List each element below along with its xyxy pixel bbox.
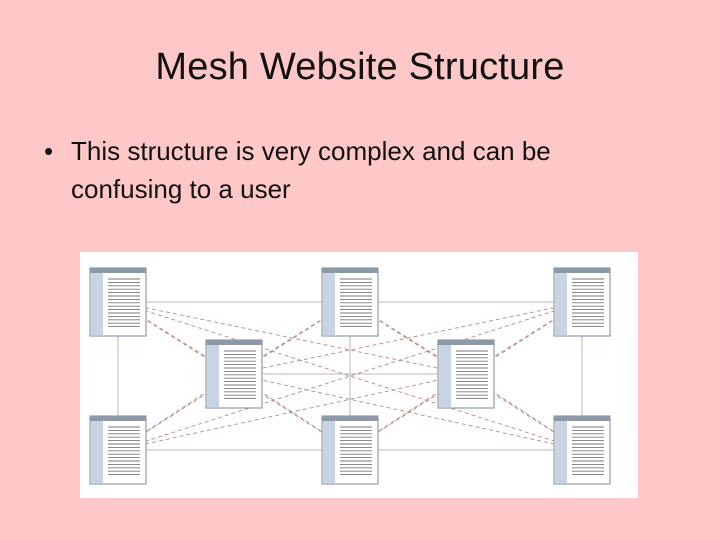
link-line-dashed — [349, 301, 583, 451]
slide-title: Mesh Website Structure — [155, 46, 565, 88]
bullet-item: • This structure is very complex and can… — [44, 132, 664, 208]
page-middle-left-icon — [205, 339, 263, 409]
page-bottom-left-icon — [89, 415, 147, 485]
page-top-right-icon — [553, 267, 611, 337]
mesh-structure-diagram — [80, 252, 638, 498]
page-bottom-right-icon — [553, 415, 611, 485]
bullet-text: This structure is very complex and can b… — [71, 136, 551, 204]
link-line-dashed — [117, 301, 467, 375]
link-line-dashed — [233, 301, 583, 375]
bullet-marker: • — [44, 136, 54, 166]
link-line-dashed — [349, 301, 583, 451]
link-line-dashed — [117, 373, 467, 451]
page-top-center-icon — [321, 267, 379, 337]
page-top-left-icon — [89, 267, 147, 337]
pages-layer — [89, 267, 611, 485]
link-line-dashed — [117, 301, 351, 451]
link-line-dashed — [233, 373, 583, 451]
link-line-dashed — [117, 301, 351, 451]
page-middle-right-icon — [437, 339, 495, 409]
page-bottom-center-icon — [321, 415, 379, 485]
mesh-diagram-canvas — [89, 267, 611, 485]
